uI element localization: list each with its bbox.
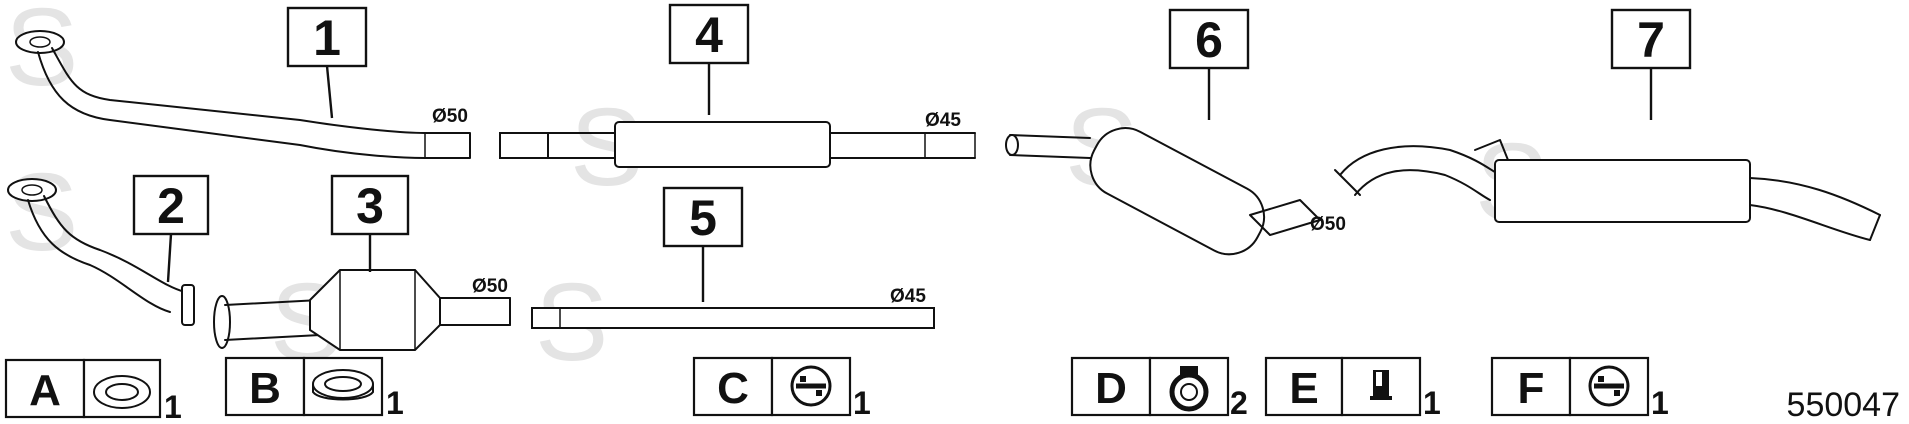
callout-number: 6 bbox=[1195, 12, 1223, 68]
rubber-hanger-icon bbox=[790, 365, 832, 407]
callout-number: 4 bbox=[695, 7, 723, 63]
rubber-mount-icon bbox=[1370, 370, 1392, 400]
rubber-hanger-icon bbox=[1588, 365, 1630, 407]
gasket-ring-icon bbox=[93, 375, 151, 409]
callout-3: 3 bbox=[330, 174, 410, 272]
callout-number: 3 bbox=[356, 178, 384, 234]
diameter-label: Ø45 bbox=[890, 286, 926, 307]
callout-number: 2 bbox=[157, 178, 185, 234]
accessory-E: E 1 bbox=[1264, 356, 1441, 421]
watermark: S bbox=[5, 0, 78, 109]
accessory-letter: B bbox=[249, 364, 281, 413]
callout-6: 6 bbox=[1168, 8, 1250, 120]
accessory-B: B 1 bbox=[224, 356, 404, 421]
flange-gasket-icon bbox=[312, 369, 374, 401]
accessory-qty: 1 bbox=[386, 385, 404, 421]
accessory-letter: F bbox=[1518, 364, 1545, 413]
diameter-label: Ø50 bbox=[432, 106, 468, 127]
callout-2: 2 bbox=[132, 174, 210, 283]
accessory-qty: 1 bbox=[1423, 385, 1441, 421]
accessory-letter: E bbox=[1289, 364, 1318, 413]
callout-number: 5 bbox=[689, 190, 717, 246]
diameter-label: Ø50 bbox=[1310, 214, 1346, 235]
accessory-letter: C bbox=[717, 364, 749, 413]
part-3-catalytic-converter bbox=[213, 269, 511, 351]
part-1-front-pipe bbox=[15, 30, 471, 159]
clamp-icon bbox=[1169, 366, 1209, 412]
accessory-letter: D bbox=[1095, 364, 1127, 413]
part-2-front-pipe bbox=[7, 178, 195, 326]
accessory-D: D 2 bbox=[1070, 356, 1248, 421]
reference-number: 550047 bbox=[1787, 386, 1900, 424]
diameter-label: Ø50 bbox=[472, 276, 508, 297]
part-4-middle-silencer bbox=[499, 121, 976, 168]
accessory-qty: 1 bbox=[853, 385, 871, 421]
accessory-letter: A bbox=[29, 366, 61, 415]
callout-4: 4 bbox=[668, 3, 750, 115]
diameter-label: Ø45 bbox=[925, 110, 961, 131]
callout-7: 7 bbox=[1610, 8, 1692, 120]
accessory-qty: 1 bbox=[164, 389, 182, 424]
accessory-qty: 1 bbox=[1651, 385, 1669, 421]
accessory-A: A 1 bbox=[4, 358, 182, 424]
callout-1: 1 bbox=[286, 6, 368, 119]
callout-5: 5 bbox=[662, 186, 744, 302]
part-7-rear-silencer bbox=[1334, 139, 1881, 241]
part-6-center-silencer bbox=[1005, 127, 1321, 256]
callout-number: 1 bbox=[313, 10, 341, 66]
accessory-C: C 1 bbox=[692, 356, 871, 421]
accessory-F: F 1 bbox=[1490, 356, 1669, 421]
callout-number: 7 bbox=[1637, 12, 1665, 68]
accessory-qty: 2 bbox=[1230, 385, 1248, 421]
part-5-connecting-pipe bbox=[531, 307, 935, 329]
